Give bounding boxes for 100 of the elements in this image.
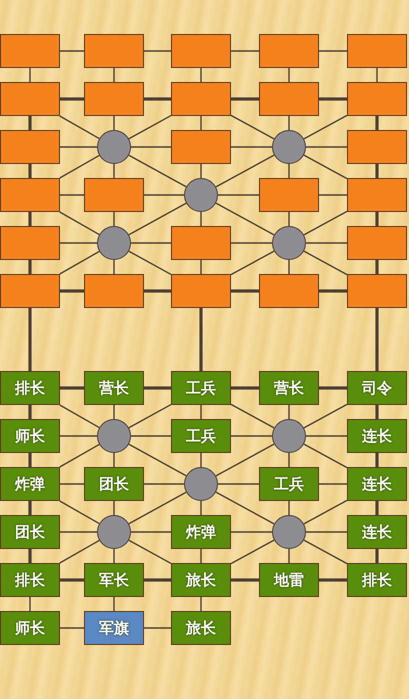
board-line (59, 115, 100, 140)
railway-line (28, 116, 32, 130)
board-square (84, 34, 144, 68)
board-line (60, 435, 97, 437)
piece-name: 团长 (99, 474, 129, 494)
board-line (288, 212, 290, 226)
piece-tile (84, 371, 144, 405)
board-line (128, 114, 172, 140)
piece-tile (347, 371, 407, 405)
board-line (29, 68, 31, 82)
board-line (113, 405, 115, 419)
piece-tile (0, 419, 60, 453)
piece-tile (347, 467, 407, 501)
board-line (131, 146, 171, 148)
piece-name: 工兵 (274, 474, 304, 494)
board-line (218, 194, 259, 196)
board-line (231, 531, 272, 533)
piece-name: 排长 (15, 378, 45, 398)
board-square (259, 34, 319, 68)
piece-name: 师长 (15, 426, 45, 446)
board-line (128, 404, 172, 428)
piece-tile (171, 515, 231, 549)
board-line (113, 453, 115, 467)
piece-tile (84, 611, 144, 645)
board-line (128, 444, 186, 476)
board-line (60, 50, 84, 52)
piece-name: 连长 (362, 522, 392, 542)
board-line (200, 453, 202, 467)
railway-line (319, 289, 347, 293)
board-line (59, 500, 100, 524)
railway-line (28, 405, 32, 419)
railway-line (60, 289, 84, 293)
board-line (200, 68, 202, 82)
piece-tile (259, 467, 319, 501)
board-square (0, 274, 60, 308)
piece-name: 地雷 (274, 570, 304, 590)
board-square (0, 34, 60, 68)
board-line (60, 242, 97, 244)
board-line (59, 211, 100, 236)
board-line (319, 194, 347, 196)
railway-line (144, 578, 171, 582)
railway-line (60, 386, 84, 390)
piece-tile (347, 515, 407, 549)
board-line (200, 405, 202, 419)
board-line (200, 164, 202, 178)
board-square (84, 178, 144, 212)
board-line (144, 194, 184, 196)
board-line (304, 114, 348, 140)
railway-line (28, 260, 32, 274)
railway-line (231, 578, 259, 582)
board-square (171, 34, 231, 68)
board-line (144, 483, 184, 485)
board-line (304, 250, 348, 276)
piece-name: 连长 (362, 474, 392, 494)
piece-tile (171, 371, 231, 405)
board-line (200, 116, 202, 130)
piece-tile (84, 467, 144, 501)
board-line (218, 483, 259, 485)
board-square (0, 130, 60, 164)
board-line (128, 492, 186, 524)
board-line (216, 492, 274, 524)
board-line (288, 549, 290, 563)
board-line (131, 435, 171, 437)
board-line (288, 453, 290, 467)
camp-circle (97, 130, 131, 164)
railway-line (199, 308, 203, 371)
board-line (113, 501, 115, 515)
railway-line (375, 260, 379, 274)
board-line (200, 597, 202, 611)
board-line (304, 404, 348, 428)
piece-tile (0, 611, 60, 645)
piece-name: 营长 (274, 378, 304, 398)
camp-circle (272, 515, 306, 549)
board-line (216, 444, 274, 476)
piece-tile (171, 563, 231, 597)
board-line (230, 404, 274, 428)
railway-line (319, 578, 347, 582)
piece-name: 师长 (15, 618, 45, 638)
board-square (171, 82, 231, 116)
board-square (259, 274, 319, 308)
board-line (231, 435, 272, 437)
board-line (288, 68, 290, 82)
railway-line (144, 289, 171, 293)
board-line (60, 194, 84, 196)
railway-line (375, 501, 379, 515)
railway-line (28, 308, 32, 371)
board-line (288, 501, 290, 515)
board-line (200, 260, 202, 274)
piece-name: 工兵 (186, 378, 216, 398)
railway-line (231, 386, 259, 390)
railway-line (144, 386, 171, 390)
board-line (128, 540, 172, 564)
board-line (288, 164, 290, 178)
board-square (259, 178, 319, 212)
board-line (59, 250, 100, 275)
board-line (113, 116, 115, 130)
piece-tile (347, 563, 407, 597)
board-square (171, 130, 231, 164)
board-square (347, 82, 407, 116)
board-square (0, 178, 60, 212)
